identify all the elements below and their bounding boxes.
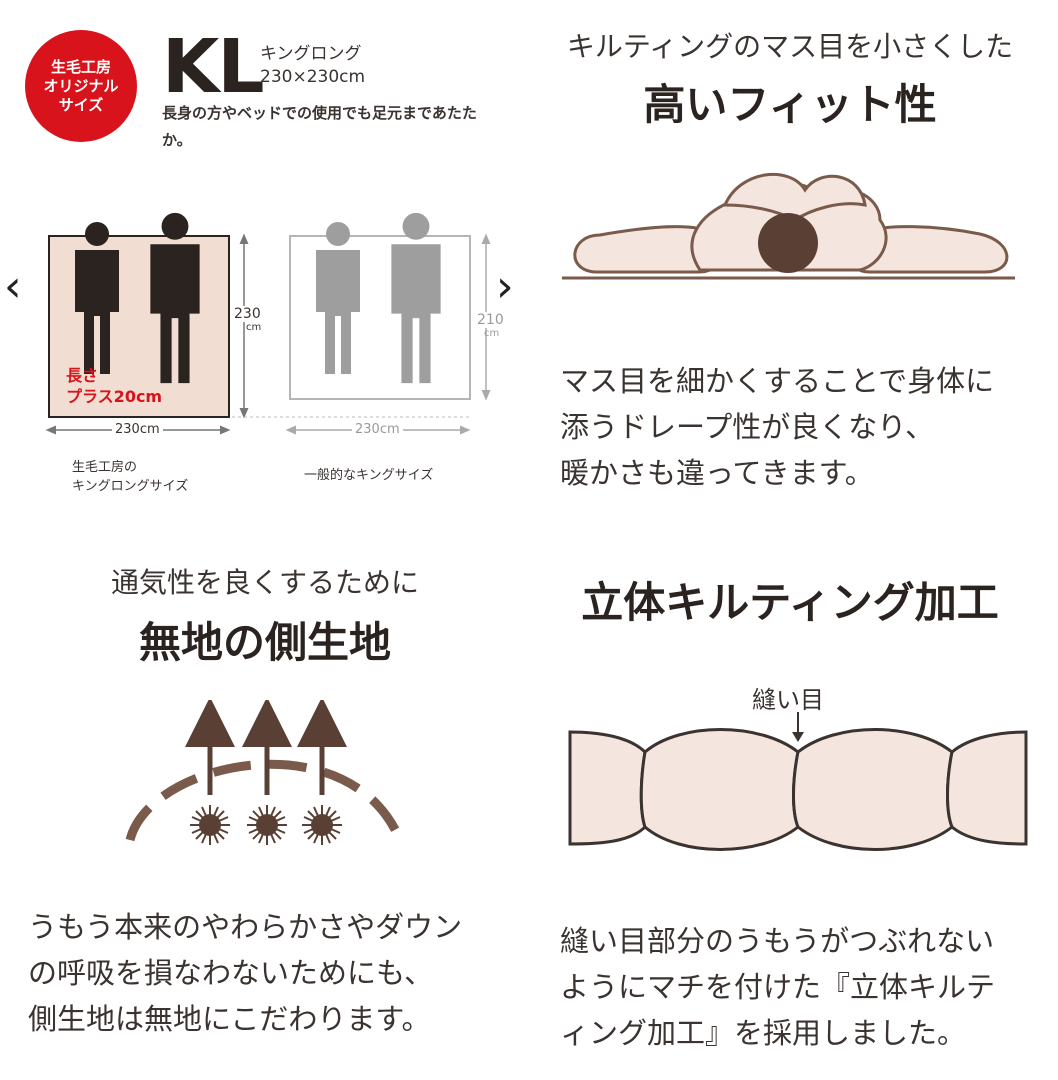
body-line: 添うドレープ性が良くなり、: [560, 410, 935, 444]
std-height-value: 210: [477, 312, 504, 328]
fit-subtitle: キルティングのマス目を小さくした: [566, 30, 1014, 63]
down-cluster-icon: [301, 804, 343, 846]
body-line: マス目を細かくすることで身体に: [560, 364, 995, 398]
fit-body: マス目を細かくすることで身体に 添うドレープ性が良くなり、 暖かさも違ってきます…: [560, 358, 994, 496]
note-line: 長さ: [66, 366, 99, 385]
body-line: 側生地は無地にこだわります。: [28, 1002, 431, 1036]
size-dimensions: 230×230cm: [260, 67, 366, 87]
next-arrow-icon[interactable]: ›: [496, 261, 514, 312]
size-code: KL: [162, 24, 264, 110]
quilting-title: 立体キルティング加工: [581, 578, 999, 627]
length-plus-note: 長さ プラス20cm: [66, 365, 162, 407]
height-value: 230: [234, 306, 261, 322]
body-line: の呼吸を損なわないためにも、: [28, 956, 434, 990]
fabric-subtitle: 通気性を良くするために: [110, 566, 419, 599]
caption-line: 生毛工房の: [72, 460, 138, 475]
std-height-unit: cm: [484, 328, 500, 339]
badge-line: 生毛工房: [50, 57, 111, 76]
body-line: ィング加工』を採用しました。: [560, 1016, 967, 1050]
fabric-title: 無地の側生地: [138, 618, 391, 667]
head-icon: [758, 213, 818, 273]
original-size-badge: 生毛工房 オリジナル サイズ: [25, 30, 137, 142]
seam-label: 縫い目: [752, 686, 824, 714]
breathability-illustration: [125, 700, 405, 846]
down-cluster-icon: [189, 804, 231, 846]
height-unit: cm: [246, 322, 262, 333]
quilt-on-body-illustration: [562, 173, 1015, 280]
fit-title: 高いフィット性: [643, 80, 937, 129]
fabric-body: うもう本来のやわらかさやダウン の呼吸を損なわないためにも、 側生地は無地にこだ…: [28, 904, 462, 1042]
prev-arrow-icon[interactable]: ‹: [4, 261, 22, 312]
badge-line: サイズ: [58, 95, 104, 114]
std-caption: 一般的なキングサイズ: [304, 468, 434, 483]
size-name: キングロング: [260, 44, 362, 64]
down-cluster-icon: [246, 804, 288, 846]
caption-line: キングロングサイズ: [72, 479, 189, 494]
size-description: 長身の方やベッドでの使用でも足元まであたたか。: [162, 104, 477, 149]
width-label: 230cm: [112, 422, 163, 437]
body-line: 暖かさも違ってきます。: [560, 456, 874, 490]
quilting-body: 縫い目部分のうもうがつぶれない ようにマチを付けた『立体キルテ ィング加工』を採…: [560, 918, 995, 1056]
ours-caption: 生毛工房の キングロングサイズ: [72, 458, 188, 496]
body-line: 縫い目部分のうもうがつぶれない: [560, 924, 995, 958]
badge-line: オリジナル: [43, 76, 119, 95]
size-comparison-diagram: [45, 212, 491, 435]
body-line: ようにマチを付けた『立体キルテ: [560, 970, 996, 1004]
3d-quilting-illustration: [568, 712, 1028, 851]
note-line: プラス20cm: [66, 387, 163, 406]
body-line: うもう本来のやわらかさやダウン: [28, 910, 463, 944]
std-width-label: 230cm: [352, 422, 403, 437]
